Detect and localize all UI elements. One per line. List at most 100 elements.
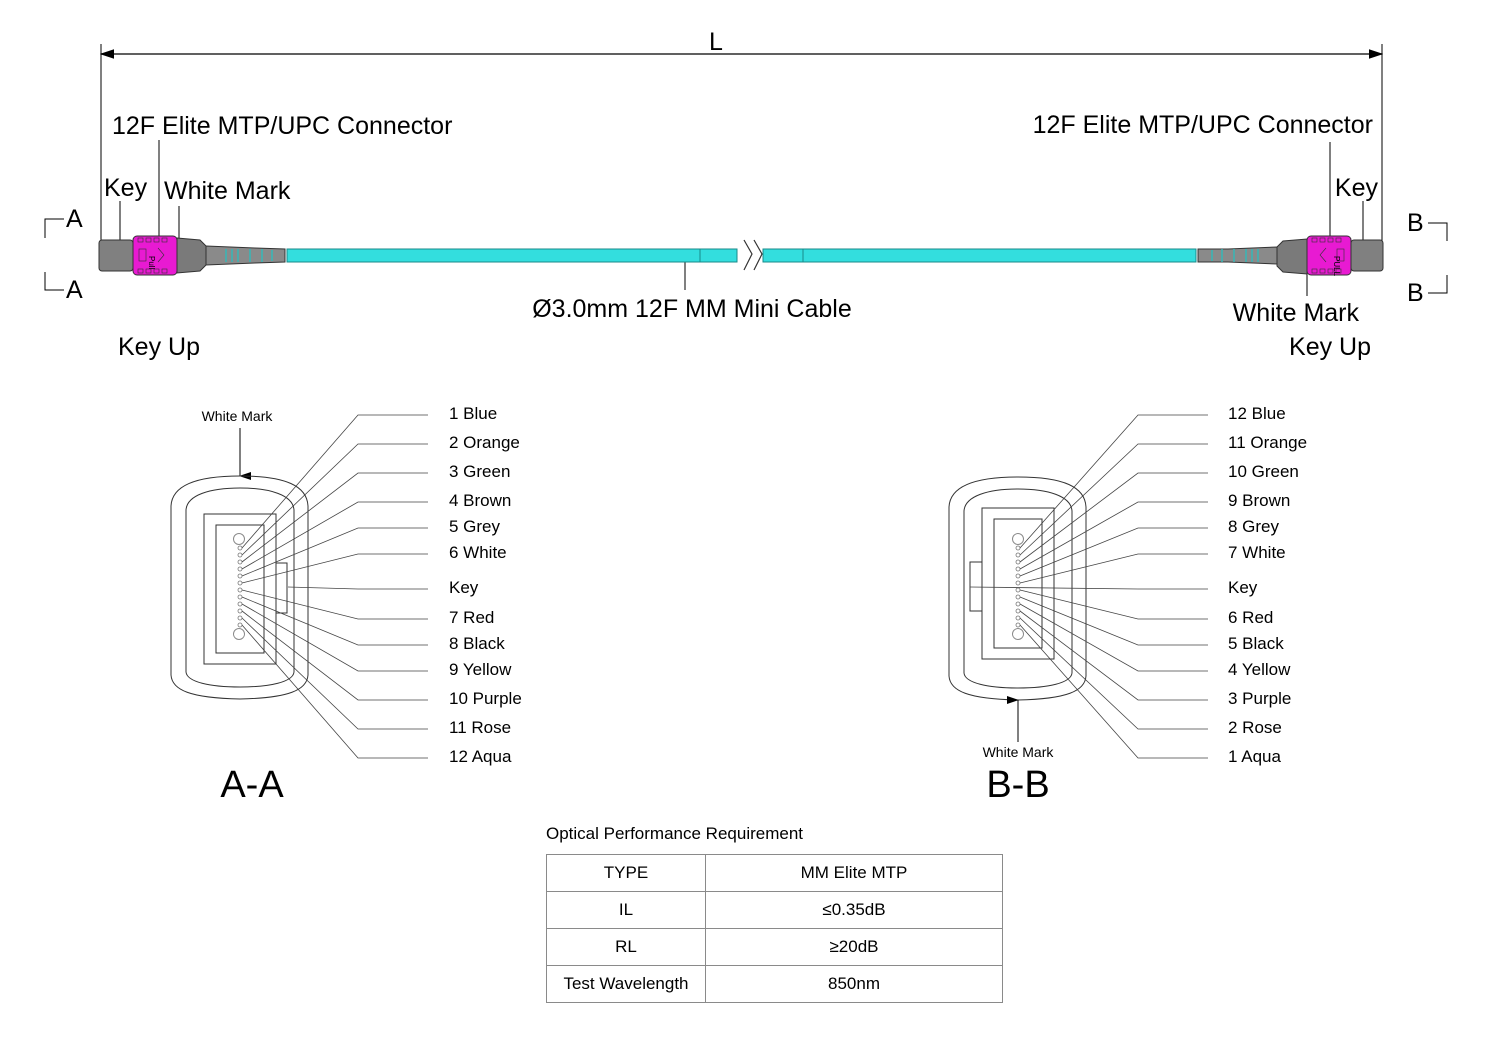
fiber-pin: [237, 622, 243, 628]
fiber-pin: [1015, 559, 1021, 565]
fiber-label: 12 Blue: [1228, 404, 1286, 423]
fiber-leader-line: [1019, 553, 1208, 584]
fiber-leader-line: [969, 586, 1208, 590]
performance-label: RL: [546, 928, 706, 966]
length-dimension: L: [99, 28, 1384, 245]
section-a-title: A-A: [220, 764, 284, 806]
performance-value: MM Elite MTP: [705, 854, 1003, 892]
right-pull-text: PULL: [1332, 256, 1341, 277]
performance-row: RL≥20dB: [546, 928, 1003, 966]
fiber-label: 10 Purple: [449, 689, 522, 708]
section-a-fiber-pins: [237, 545, 243, 628]
length-label: L: [709, 28, 723, 56]
cable: [286, 239, 1197, 271]
fiber-leader-line: [1019, 624, 1208, 759]
performance-value: ≤0.35dB: [705, 891, 1003, 929]
section-a-bottom-letter: A: [66, 276, 83, 304]
fiber-leader-line: [1019, 501, 1208, 570]
fiber-pin: [237, 580, 243, 586]
performance-label: Test Wavelength: [546, 965, 706, 1003]
fiber-label: 2 Rose: [1228, 718, 1282, 737]
section-b-bottom-letter: B: [1407, 279, 1424, 307]
right-orientation-label: Key Up: [1289, 333, 1371, 361]
fiber-pin: [1015, 580, 1021, 586]
section-a-fiber-labels: 1 Blue 2 Orange 3 Green 4 Brown 5 Grey 6 Whit…: [449, 404, 522, 766]
fiber-leader-line: [241, 553, 428, 584]
fiber-pin: [237, 573, 243, 579]
fiber-label: 1 Aqua: [1228, 747, 1281, 766]
fiber-leader-line: [241, 527, 428, 577]
fiber-label: 9 Brown: [1228, 491, 1290, 510]
fiber-leader-line: [287, 586, 428, 590]
fiber-leader-line: [1019, 527, 1208, 577]
performance-value: 850nm: [705, 965, 1003, 1003]
fiber-label: 10 Green: [1228, 462, 1299, 481]
section-a-top-letter: A: [66, 205, 83, 233]
performance-label: TYPE: [546, 854, 706, 892]
left-connector: Pull: [98, 235, 286, 276]
section-b-title: B-B: [986, 764, 1049, 806]
section-b-view: White Mark 12 Blue 11 Orange 10 Green 9 Bro…: [948, 404, 1307, 806]
fiber-pin: [1015, 594, 1021, 600]
top-leader-lines: [119, 140, 1364, 296]
fiber-pin: [237, 615, 243, 621]
fiber-leader-line: [241, 624, 428, 759]
fiber-pin: [1015, 552, 1021, 558]
section-a-leader-lines: [241, 414, 428, 759]
fiber-leader-line: [241, 617, 428, 730]
left-white-mark-label: White Mark: [164, 177, 291, 205]
fiber-label: 4 Brown: [449, 491, 511, 510]
fiber-leader-line: [1019, 589, 1208, 620]
fiber-leader-line: [1019, 610, 1208, 701]
left-key-label: Key: [104, 174, 148, 202]
fiber-pin: [1015, 622, 1021, 628]
fiber-label: 11 Orange: [1228, 433, 1307, 452]
fiber-pin: [1015, 545, 1021, 551]
section-b-top-letter: B: [1407, 209, 1424, 237]
right-connector-label: 12F Elite MTP/UPC Connector: [1033, 111, 1373, 139]
fiber-leader-line: [1019, 414, 1208, 549]
right-white-mark-label: White Mark: [1233, 299, 1360, 327]
section-markers: [44, 218, 1448, 294]
fiber-leader-line: [241, 610, 428, 701]
fiber-pin: [237, 594, 243, 600]
fiber-label: 3 Green: [449, 462, 510, 481]
fiber-leader-line: [241, 501, 428, 570]
section-b-white-mark-label: White Mark: [983, 744, 1055, 760]
fiber-pin: [237, 608, 243, 614]
fiber-label: 3 Purple: [1228, 689, 1291, 708]
fiber-label: 7 White: [1228, 543, 1286, 562]
fiber-label: 7 Red: [449, 608, 494, 627]
fiber-label: 1 Blue: [449, 404, 497, 423]
fiber-label: 12 Aqua: [449, 747, 512, 766]
fiber-label: 6 Red: [1228, 608, 1273, 627]
fiber-leader-line: [1019, 603, 1208, 672]
left-connector-label: 12F Elite MTP/UPC Connector: [112, 112, 452, 140]
performance-value: ≥20dB: [705, 928, 1003, 966]
fiber-leader-line: [1019, 596, 1208, 646]
fiber-pin: [237, 545, 243, 551]
fiber-label: 2 Orange: [449, 433, 520, 452]
fiber-leader-line: [241, 443, 428, 556]
fiber-pin: [237, 566, 243, 572]
fiber-leader-line: [1019, 472, 1208, 563]
section-b-leader-lines: [969, 414, 1208, 759]
fiber-pin: [237, 559, 243, 565]
fiber-label: 5 Grey: [449, 517, 501, 536]
fiber-leader-line: [1019, 617, 1208, 730]
fiber-pin: [1015, 566, 1021, 572]
fiber-label: 8 Grey: [1228, 517, 1280, 536]
fiber-label: 6 White: [449, 543, 507, 562]
fiber-pin: [1015, 587, 1021, 593]
fiber-leader-line: [241, 596, 428, 646]
fiber-pin: [1015, 601, 1021, 607]
performance-row: IL≤0.35dB: [546, 891, 1003, 929]
fiber-leader-line: [241, 589, 428, 620]
fiber-pin: [237, 552, 243, 558]
fiber-label: 4 Yellow: [1228, 660, 1291, 679]
fiber-pin: [237, 587, 243, 593]
